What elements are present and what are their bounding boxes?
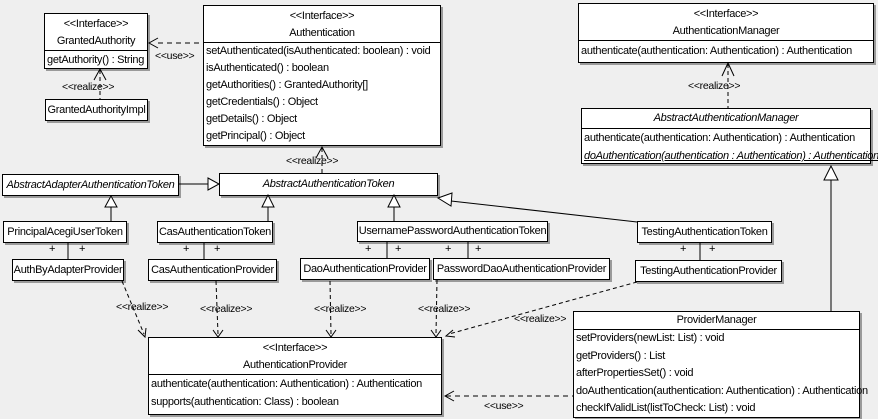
class-auth-by-adapter-provider[interactable]: AuthByAdapterProvider <box>12 259 124 281</box>
realize-label: <<realize>> <box>688 80 741 92</box>
method: setAuthenticated(isAuthenticated: boolea… <box>206 45 431 57</box>
method: authenticate(authentication: Authenticat… <box>584 132 855 144</box>
realize-label: <<realize>> <box>514 313 567 325</box>
class-name: CasAuthenticationToken <box>158 226 272 238</box>
class-password-dao-authentication-provider[interactable]: PasswordDaoAuthenticationProvider <box>433 258 610 280</box>
class-abstract-authentication-manager[interactable]: AbstractAuthenticationManager authentica… <box>581 108 878 164</box>
class-name: PrincipalAcegiUserToken <box>7 226 123 238</box>
multiplicity-plus: + <box>365 243 372 255</box>
use-label: <<use>> <box>155 50 195 62</box>
realize-label: <<realize>> <box>62 81 115 93</box>
class-name: AbstractAuthenticationToken <box>262 178 395 190</box>
class-provider-manager[interactable]: ProviderManager setProviders(newList: Li… <box>573 311 868 418</box>
class-name: PasswordDaoAuthenticationProvider <box>436 263 607 275</box>
class-name: AbstractAdapterAuthenticationToken <box>6 179 175 191</box>
method: isAuthenticated() : boolean <box>206 62 329 74</box>
open-arrow-icon <box>721 61 735 77</box>
class-granted-authority-impl[interactable]: GrantedAuthorityImpl <box>45 99 148 121</box>
class-name: ProviderManager <box>676 314 757 326</box>
class-username-password-authentication-token[interactable]: UsernamePasswordAuthenticationToken <box>357 221 548 242</box>
open-arrow-icon <box>444 329 456 338</box>
multiplicity-plus: + <box>445 243 452 255</box>
class-name: AuthenticationProvider <box>242 359 348 371</box>
class-name: DaoAuthenticationProvider <box>303 263 427 275</box>
method: checkIfValidList(listToCheck: List) : vo… <box>576 402 756 415</box>
method: getPrincipal() : Object <box>206 130 305 142</box>
class-authentication[interactable]: <<Interface>> Authentication setAuthenti… <box>203 5 441 146</box>
method: authenticate(authentication: Authenticat… <box>151 378 422 390</box>
class-name: AbstractAuthenticationManager <box>653 112 799 124</box>
method: getProviders() : List <box>576 349 666 362</box>
realize-label: <<realize>> <box>286 155 339 167</box>
class-name: TestingAuthenticationProvider <box>640 265 777 277</box>
class-name: AuthByAdapterProvider <box>13 264 123 276</box>
class-abstract-authentication-token[interactable]: AbstractAuthenticationToken <box>219 173 438 196</box>
hollow-triangle-icon <box>261 193 275 208</box>
method: setProviders(newList: List) : void <box>576 332 725 344</box>
class-dao-authentication-provider[interactable]: DaoAuthenticationProvider <box>300 258 430 280</box>
method: getDetails() : Object <box>206 113 297 125</box>
stereotype: <<Interface>> <box>289 10 355 22</box>
method: getAuthorities() : GrantedAuthority[] <box>206 79 368 91</box>
multiplicity-plus: + <box>475 243 482 255</box>
realize-label: <<realize>> <box>200 303 253 315</box>
class-cas-authentication-provider[interactable]: CasAuthenticationProvider <box>148 259 277 281</box>
multiplicity-plus: + <box>183 243 190 255</box>
multiplicity-plus: + <box>49 243 56 255</box>
class-principal-acegi-user-token[interactable]: PrincipalAcegiUserToken <box>3 221 127 243</box>
open-arrow-icon <box>212 329 224 338</box>
open-arrow-icon <box>137 327 147 339</box>
class-testing-authentication-token[interactable]: TestingAuthenticationToken <box>637 221 772 243</box>
stereotype: <<Interface>> <box>693 8 759 20</box>
open-arrow-icon <box>93 67 107 81</box>
class-abstract-adapter-authentication-token[interactable]: AbstractAdapterAuthenticationToken <box>2 174 179 196</box>
hollow-triangle-icon <box>104 194 118 208</box>
hollow-triangle-icon <box>436 192 453 207</box>
method: authenticate(authentication: Authenticat… <box>581 45 852 57</box>
open-arrow-icon <box>147 37 159 49</box>
hollow-triangle-icon <box>207 177 221 191</box>
class-authentication-provider[interactable]: <<Interface>> AuthenticationProvider aut… <box>148 337 442 415</box>
method: doAuthentication(authentication: Authent… <box>576 384 868 397</box>
realize-label: <<realize>> <box>116 301 169 313</box>
method: supports(authentication: Class) : boolea… <box>151 396 339 408</box>
class-name: GrantedAuthority <box>56 35 136 47</box>
multiplicity-plus: + <box>680 243 687 255</box>
open-arrow-icon <box>443 390 455 402</box>
hollow-triangle-icon <box>387 193 401 208</box>
method: afterPropertiesSet() : void <box>576 367 694 380</box>
class-name: AuthenticationManager <box>672 25 780 37</box>
multiplicity-plus: + <box>709 243 716 255</box>
multiplicity-plus: + <box>79 243 86 255</box>
stereotype: <<Interface>> <box>262 342 328 354</box>
use-label: <<use>> <box>484 400 524 412</box>
open-arrow-icon <box>430 329 442 338</box>
open-arrow-icon <box>325 329 337 338</box>
class-granted-authority[interactable]: <<Interface>> GrantedAuthority getAuthor… <box>44 13 148 69</box>
multiplicity-plus: + <box>395 243 402 255</box>
class-name: GrantedAuthorityImpl <box>47 104 146 116</box>
method: getAuthority() : String <box>47 54 145 66</box>
method: doAuthentication(authentication : Authen… <box>584 150 878 162</box>
method: getCredentials() : Object <box>206 96 318 108</box>
multiplicity-plus: + <box>214 243 221 255</box>
class-name: Authentication <box>289 27 355 39</box>
hollow-triangle-icon <box>823 164 839 181</box>
class-cas-authentication-token[interactable]: CasAuthenticationToken <box>157 221 273 243</box>
class-name: TestingAuthenticationToken <box>641 226 768 238</box>
realize-label: <<realize>> <box>314 303 367 315</box>
class-name: UsernamePasswordAuthenticationToken <box>358 225 547 237</box>
stereotype: <<Interface>> <box>63 18 129 30</box>
class-name: CasAuthenticationProvider <box>151 264 274 276</box>
realize-label: <<realize>> <box>418 303 471 315</box>
generalization-edge-testingauthenticationtoken <box>450 200 638 223</box>
class-testing-authentication-provider[interactable]: TestingAuthenticationProvider <box>635 260 782 282</box>
class-authentication-manager[interactable]: <<Interface>> AuthenticationManager auth… <box>578 3 874 63</box>
